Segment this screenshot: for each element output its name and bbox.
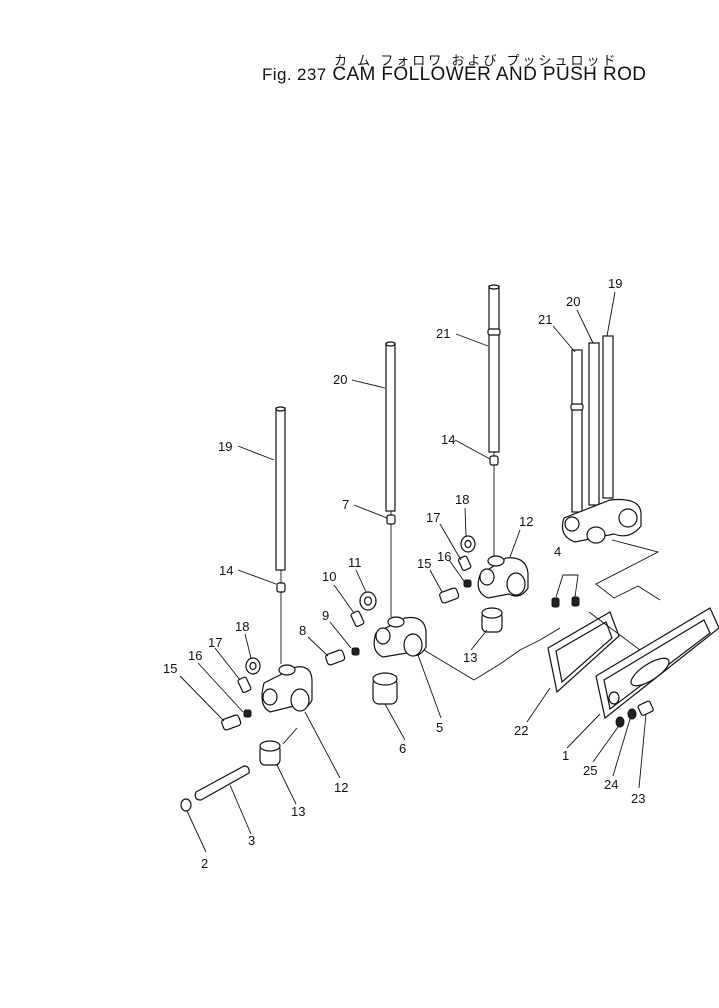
- assembled-followers: [561, 335, 642, 544]
- figure-number: Fig. 237: [262, 65, 327, 84]
- callout-2: 2: [201, 856, 208, 871]
- callout-18-right: 18: [455, 492, 469, 507]
- callout-23: 23: [631, 791, 645, 806]
- cover-1: [595, 607, 719, 720]
- callout-18-left: 18: [235, 619, 249, 634]
- pin-10: [350, 610, 365, 627]
- washer-11: [359, 591, 377, 611]
- callout-19-right: 19: [608, 276, 622, 291]
- callout-6: 6: [399, 741, 406, 756]
- cam-follower-12-right: [477, 555, 529, 599]
- callout-11: 11: [348, 555, 362, 570]
- callout-22: 22: [514, 723, 528, 738]
- ring-2: [180, 798, 192, 812]
- callout-16-right: 16: [437, 549, 451, 564]
- screw-9: [351, 647, 360, 656]
- roller-8: [325, 649, 346, 666]
- callout-25: 25: [583, 763, 597, 778]
- callout-13-right: 13: [463, 650, 477, 665]
- callout-9: 9: [322, 608, 329, 623]
- callout-1: 1: [562, 748, 569, 763]
- callout-12-right: 12: [519, 514, 533, 529]
- callout-14-right: 14: [441, 432, 455, 447]
- push-rod-20-middle: [385, 341, 396, 512]
- washer-18-left: [245, 657, 261, 675]
- callout-12-left: 12: [334, 780, 348, 795]
- screw-16-left: [243, 709, 252, 718]
- callout-3: 3: [248, 833, 255, 848]
- callout-24: 24: [604, 777, 618, 792]
- bushing-6: [372, 672, 398, 705]
- callout-15-right: 15: [417, 556, 431, 571]
- gasket-22: [547, 611, 620, 694]
- callout-19-left: 19: [218, 439, 232, 454]
- callout-14-left: 14: [219, 563, 233, 578]
- screws-4: [551, 574, 580, 608]
- callout-17-left: 17: [208, 635, 222, 650]
- callout-20-right: 20: [566, 294, 580, 309]
- callout-4: 4: [554, 544, 561, 559]
- bushing-13-left: [259, 740, 281, 766]
- callout-15-left: 15: [163, 661, 177, 676]
- roller-15-left: [221, 714, 242, 731]
- pin-17-right: [457, 555, 472, 571]
- callout-leaders: [179, 291, 647, 853]
- callout-20-middle: 20: [333, 372, 347, 387]
- shaft-3: [194, 765, 250, 801]
- push-rod-19-left: [275, 406, 286, 571]
- callout-17-right: 17: [426, 510, 440, 525]
- washer-18-right: [460, 535, 476, 553]
- callout-21-upper: 21: [436, 326, 450, 341]
- callout-7: 7: [342, 497, 349, 512]
- callout-5: 5: [436, 720, 443, 735]
- pin-17-left: [237, 676, 252, 693]
- callout-labels: 19 14 18 17 16 15 12 13 3 2 20 7 11 10 9…: [163, 276, 645, 871]
- cap-7: [386, 514, 396, 525]
- bolt-23: [637, 700, 654, 716]
- figure-caption: CAM FOLLOWER AND PUSH ROD: [332, 64, 647, 85]
- callout-10: 10: [322, 569, 336, 584]
- cap-14-left: [276, 582, 286, 593]
- washer-24: [627, 708, 637, 720]
- cam-follower-12-left: [261, 664, 313, 713]
- japanese-title: カ ム フォロワ および プッシュロッド: [334, 54, 619, 69]
- callout-8: 8: [299, 623, 306, 638]
- screw-16-right: [463, 579, 472, 588]
- bushing-13-right: [481, 607, 503, 633]
- callout-16-left: 16: [188, 648, 202, 663]
- washer-25: [615, 716, 625, 728]
- leader-lines: [280, 452, 661, 745]
- cap-14-right: [489, 455, 499, 466]
- callout-21-right: 21: [538, 312, 552, 327]
- roller-15-right: [439, 587, 460, 604]
- figure-title: Fig. 237 CAM FOLLOWER AND PUSH ROD: [262, 64, 646, 86]
- push-rod-21-upper: [487, 284, 501, 453]
- cam-follower-5: [373, 616, 427, 658]
- callout-13-left: 13: [291, 804, 305, 819]
